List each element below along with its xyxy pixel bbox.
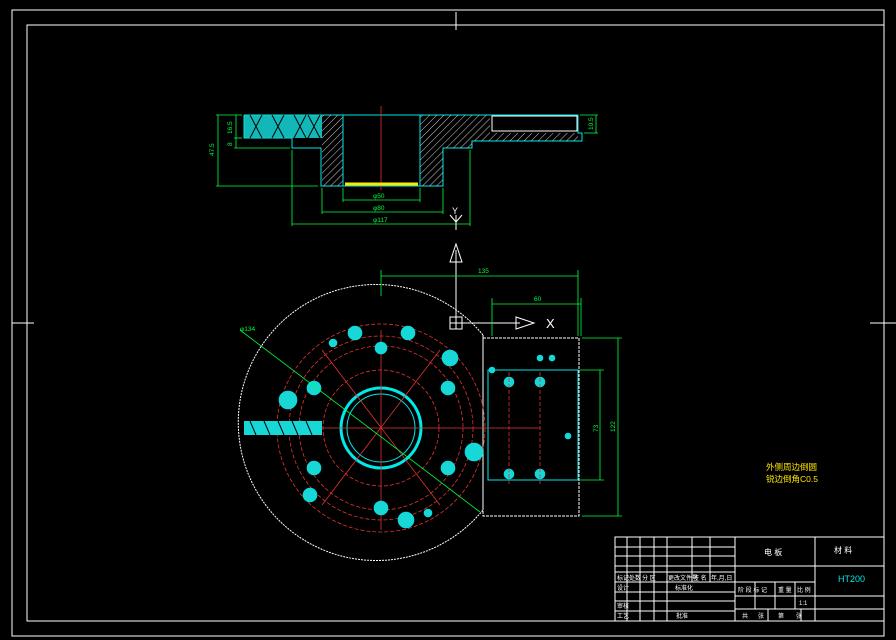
sheet-label-0: 共 — [742, 612, 748, 620]
sheet-label-2: 第 — [778, 612, 784, 620]
scale-value: 1:1 — [799, 601, 808, 607]
note-line-1: 外侧周边倒圆 — [766, 462, 817, 472]
bolt-holes — [278, 325, 572, 529]
approval-label-1: 标准化 — [675, 584, 693, 592]
axis-x-label: X — [546, 316, 555, 331]
dim-h16-5: 16.5 — [227, 121, 234, 134]
stage-label-2: 比 例 — [797, 586, 811, 594]
grid-label-1: 处数 — [629, 574, 641, 582]
dim-w135: 135 — [478, 268, 489, 275]
section-checker — [249, 114, 321, 139]
approval-label-2: 审核 — [617, 602, 629, 610]
approval-label-3: 工艺 — [617, 612, 629, 620]
grid-label-4: 签 名 — [693, 574, 707, 582]
dim-w60: 60 — [534, 296, 542, 303]
plan-slot-left — [244, 421, 322, 435]
part-name: 电 板 — [764, 547, 782, 557]
grid-label-2: 分 区 — [642, 574, 656, 582]
sheet-frame — [11, 9, 896, 637]
plan-view: 135 60 73 122 φ134 — [237, 268, 622, 561]
dim-h73: 73 — [593, 424, 600, 432]
material-value: HT200 — [838, 574, 865, 584]
dim-d117: φ117 — [373, 217, 388, 224]
axis-y-label: Y — [452, 206, 458, 216]
dim-d50: φ50 — [373, 193, 385, 200]
grid-label-3: 更改文件号 — [668, 574, 698, 582]
sheet-label-3: 张 — [796, 612, 802, 620]
approval-label-0: 设计 — [617, 584, 629, 592]
stage-label-0: 阶 段 标 记 — [738, 586, 767, 594]
approval-label-4: 批准 — [676, 612, 688, 620]
sheet-label-1: 张 — [758, 612, 764, 620]
section-view: φ50 φ80 φ117 47.5 16.5 8 10.5 — [209, 106, 598, 226]
dim-d134: φ134 — [240, 326, 255, 333]
note-line-2: 锐边倒角C0.5 — [766, 474, 818, 484]
material-label: 材 料 — [834, 545, 852, 555]
dim-h10-5: 10.5 — [588, 117, 595, 130]
technical-notes: 外侧周边倒圆 锐边倒角C0.5 — [766, 462, 818, 484]
title-block: 电 板 材 料 HT200 1:1 标记 处数 分 区 更改文件号 签 名 年,… — [614, 536, 885, 622]
grid-label-0: 标记 — [617, 574, 629, 582]
dim-h47-5: 47.5 — [209, 143, 216, 156]
dim-d80: φ80 — [373, 205, 385, 212]
stage-label-1: 重 量 — [778, 586, 792, 594]
dim-h8: 8 — [227, 142, 234, 146]
dim-h122: 122 — [610, 421, 617, 432]
grid-label-5: 年,月,日 — [711, 574, 732, 582]
y-axis-indicator: Y X — [449, 206, 555, 331]
